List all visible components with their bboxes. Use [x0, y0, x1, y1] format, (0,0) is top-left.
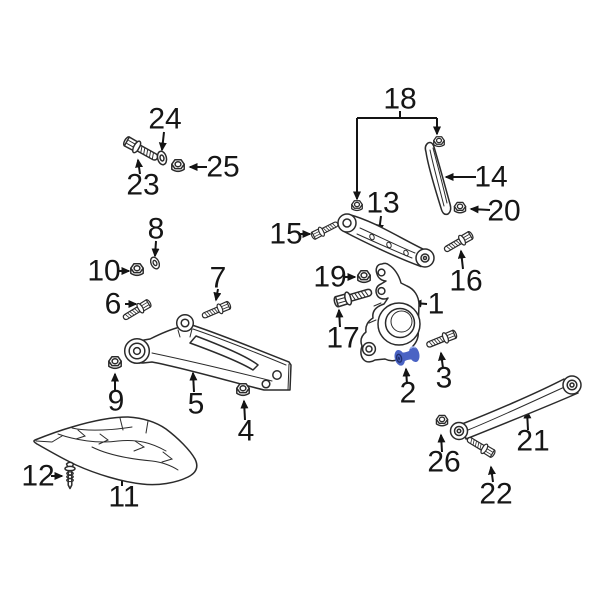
part-label-7[interactable]: 7: [210, 262, 227, 295]
part-label-8[interactable]: 8: [148, 213, 165, 246]
part-label-3[interactable]: 3: [436, 362, 453, 395]
bracket-part-18: [357, 111, 437, 119]
part-label-9[interactable]: 9: [108, 385, 125, 418]
part-8-washer[interactable]: [148, 255, 162, 271]
part-5-lower-control-arm[interactable]: [123, 313, 292, 391]
part-14-brace[interactable]: [424, 141, 452, 216]
part-label-11[interactable]: 11: [108, 481, 139, 514]
part-label-25[interactable]: 25: [206, 151, 239, 184]
arrow-to-part-26: [437, 433, 446, 453]
bushing-left-face-ring: [395, 353, 403, 363]
part-21-lateral-rod[interactable]: [449, 375, 582, 441]
part-16-bolt[interactable]: [441, 229, 476, 256]
part-label-4[interactable]: 4: [238, 415, 255, 448]
part-label-13[interactable]: 13: [366, 187, 399, 220]
part-label-16[interactable]: 16: [449, 265, 482, 298]
part-9-nut[interactable]: [108, 356, 122, 370]
arrow-to-part-5: [189, 371, 198, 393]
part-22-bolt[interactable]: [464, 433, 498, 460]
part-label-10[interactable]: 10: [87, 255, 120, 288]
arrow-to-part-16: [457, 249, 466, 270]
bushing-right-flange[interactable]: [407, 345, 421, 363]
arrow-to-part-7: [213, 288, 222, 302]
arrow-to-part-2: [402, 367, 411, 385]
part-2-bushing-highlighted[interactable]: [393, 345, 421, 367]
part-15-bolt[interactable]: [309, 218, 341, 242]
arrow-to-part-3: [438, 351, 446, 369]
part-label-26[interactable]: 26: [427, 446, 460, 479]
part-13-upper-control-arm[interactable]: [337, 213, 435, 268]
part-label-14[interactable]: 14: [474, 161, 507, 194]
part-label-6[interactable]: 6: [105, 288, 122, 321]
part-26-nut[interactable]: [435, 414, 449, 427]
part-25-nut[interactable]: [171, 159, 185, 173]
arrow-to-part-17: [335, 308, 344, 328]
arrow-to-part-24: [158, 131, 167, 152]
part-10-nut[interactable]: [130, 263, 144, 277]
part-19-nut[interactable]: [357, 270, 371, 284]
part-label-15[interactable]: 15: [269, 218, 302, 251]
part-labels: 1 2 3 4 5 6 7 8 9 10 11 12 13 14 15 16 1…: [21, 83, 549, 514]
part-label-20[interactable]: 20: [487, 195, 520, 228]
part-label-24[interactable]: 24: [148, 103, 181, 136]
part-7-bolt[interactable]: [199, 299, 233, 322]
part-label-5[interactable]: 5: [188, 388, 205, 421]
part-label-2[interactable]: 2: [400, 377, 417, 410]
part-3-bolt[interactable]: [424, 327, 459, 351]
part-label-12[interactable]: 12: [21, 460, 54, 493]
part-label-23[interactable]: 23: [126, 169, 159, 202]
arrow-to-part-23: [135, 158, 144, 175]
part-label-21[interactable]: 21: [516, 425, 549, 458]
part-1-knuckle[interactable]: [360, 262, 421, 363]
part-18-nut-upper-right[interactable]: [433, 136, 445, 148]
part-label-18[interactable]: 18: [383, 83, 416, 116]
part-4-nut[interactable]: [236, 383, 250, 397]
part-23-bolt[interactable]: [120, 134, 162, 165]
part-label-19[interactable]: 19: [313, 261, 346, 294]
part-20-nut[interactable]: [453, 201, 467, 214]
part-12-retainer-clip[interactable]: [64, 461, 76, 490]
part-24-washer[interactable]: [155, 149, 169, 167]
arrow-to-part-22: [488, 465, 496, 483]
arrow-to-part-8: [151, 240, 160, 258]
part-6-bolt[interactable]: [120, 297, 154, 324]
part-18-nut-upper-left[interactable]: [351, 200, 363, 212]
bushing-sheen: [409, 346, 417, 350]
arrow-to-part-20: [469, 205, 491, 214]
part-label-22[interactable]: 22: [479, 478, 512, 511]
bushing-left-face-hole: [397, 356, 401, 361]
part-label-1[interactable]: 1: [428, 288, 445, 321]
arrow-to-part-4: [240, 399, 249, 421]
part-label-17[interactable]: 17: [326, 322, 359, 355]
part-11-splash-shield[interactable]: [33, 416, 198, 486]
